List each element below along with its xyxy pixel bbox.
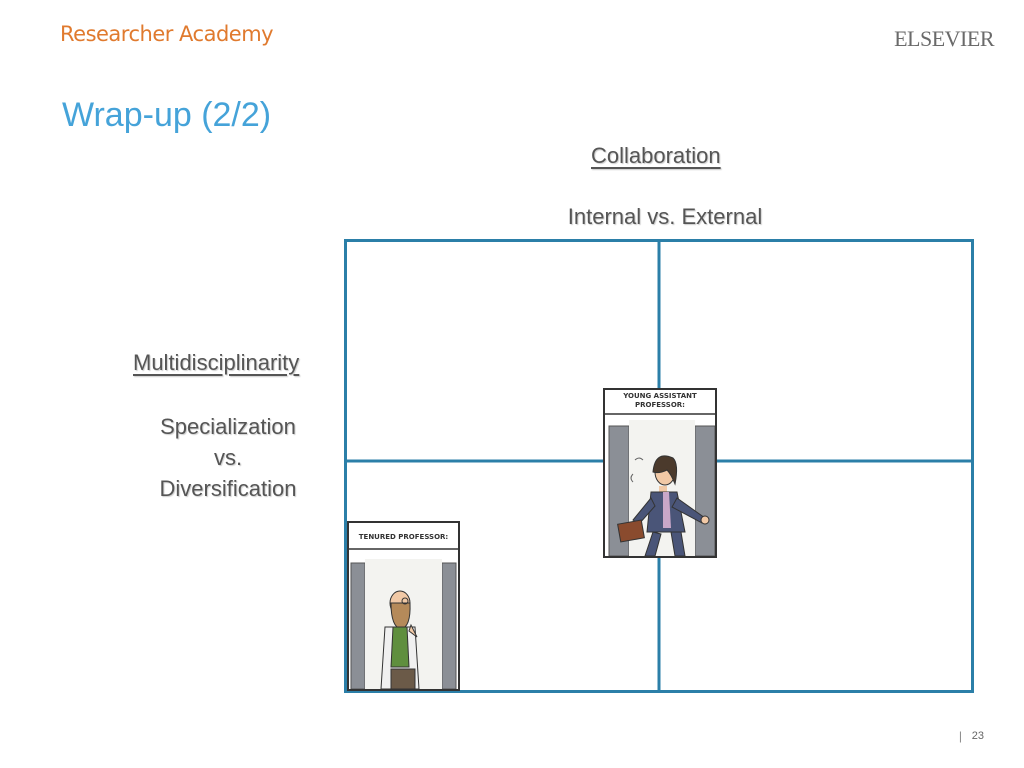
brand-logo: Researcher Academy [60, 22, 274, 46]
multidisciplinarity-axis-label: Specialization vs. Diversification [128, 411, 328, 504]
young-professor-illustration [605, 413, 715, 556]
comic-young-caption-line2: PROFESSOR: [635, 401, 685, 409]
page-number: 23 [971, 730, 984, 742]
comic-young-caption-line1: YOUNG ASSISTANT [623, 392, 697, 400]
comic-tenured-caption: TENURED PROFESSOR: [358, 533, 449, 541]
axis-label-specialization: Specialization [160, 414, 296, 439]
comic-young-caption: YOUNG ASSISTANT PROFESSOR: [605, 392, 715, 410]
tenured-professor-illustration [349, 548, 458, 689]
axis-label-vs: vs. [213, 445, 243, 470]
collaboration-axis-label: Internal vs. External [567, 204, 763, 229]
publisher-logo: ELSEVIER [894, 26, 994, 51]
multidisciplinarity-heading: Multidisciplinarity [133, 350, 300, 375]
collaboration-heading: Collaboration [591, 143, 721, 168]
slide-title: Wrap-up (2/2) [62, 96, 272, 134]
page-separator: | [958, 729, 962, 743]
comic-tenured-professor: TENURED PROFESSOR: [347, 521, 460, 691]
comic-young-assistant-professor: YOUNG ASSISTANT PROFESSOR: [603, 388, 717, 558]
axis-label-diversification: Diversification [159, 476, 297, 501]
